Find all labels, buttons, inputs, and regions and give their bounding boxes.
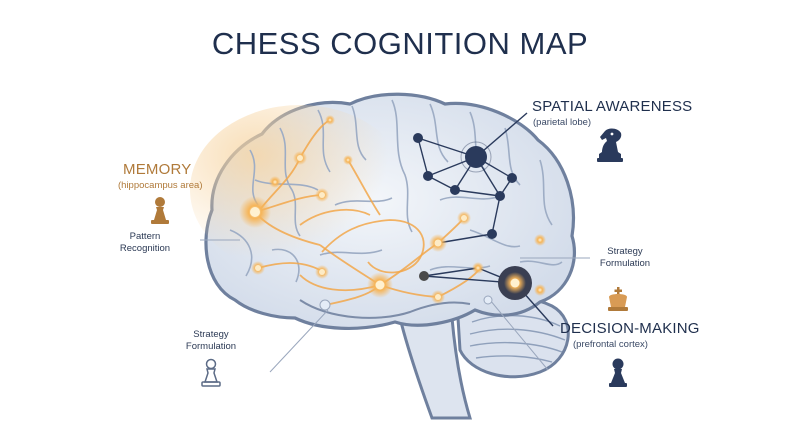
decision-making-sub: (prefrontal cortex)	[573, 339, 648, 350]
strategy-formulation-right-label: Strategy Formulation	[586, 246, 664, 270]
strategy-right-line2: Formulation	[599, 258, 651, 269]
cerebellum-folds	[469, 314, 566, 363]
king-icon	[608, 287, 628, 311]
pawn-icon-memory	[151, 197, 169, 224]
spatial-awareness-sub: (parietal lobe)	[533, 117, 592, 128]
strategy-left-line2: Formulation	[185, 341, 237, 352]
pawn-icon-decision	[609, 358, 627, 387]
spatial-nodes	[413, 133, 517, 281]
memory-sub: (hippocampus area)	[118, 180, 203, 191]
strategy-formulation-left-label: Strategy Formulation	[172, 329, 250, 353]
pattern-recognition-label: Pattern Recognition	[110, 231, 180, 255]
brain-stem	[398, 316, 473, 420]
memory-nodes	[239, 115, 546, 311]
pattern-line1: Pattern	[129, 231, 161, 242]
memory-glow-area	[190, 105, 410, 275]
page-title: CHESS COGNITION MAP	[211, 26, 589, 61]
leader-lines	[200, 239, 590, 373]
decision-node	[498, 266, 532, 300]
pawn-icon-strategy	[201, 358, 221, 387]
strategy-left-line1: Strategy	[193, 329, 229, 340]
strategy-right-line1: Strategy	[607, 246, 643, 257]
decision-making-title: DECISION-MAKING	[560, 320, 700, 337]
memory-title: MEMORY	[123, 161, 192, 178]
knight-icon	[597, 128, 623, 162]
pattern-line2: Recognition	[119, 243, 171, 254]
spatial-awareness-title: SPATIAL AWARENESS	[532, 98, 693, 115]
